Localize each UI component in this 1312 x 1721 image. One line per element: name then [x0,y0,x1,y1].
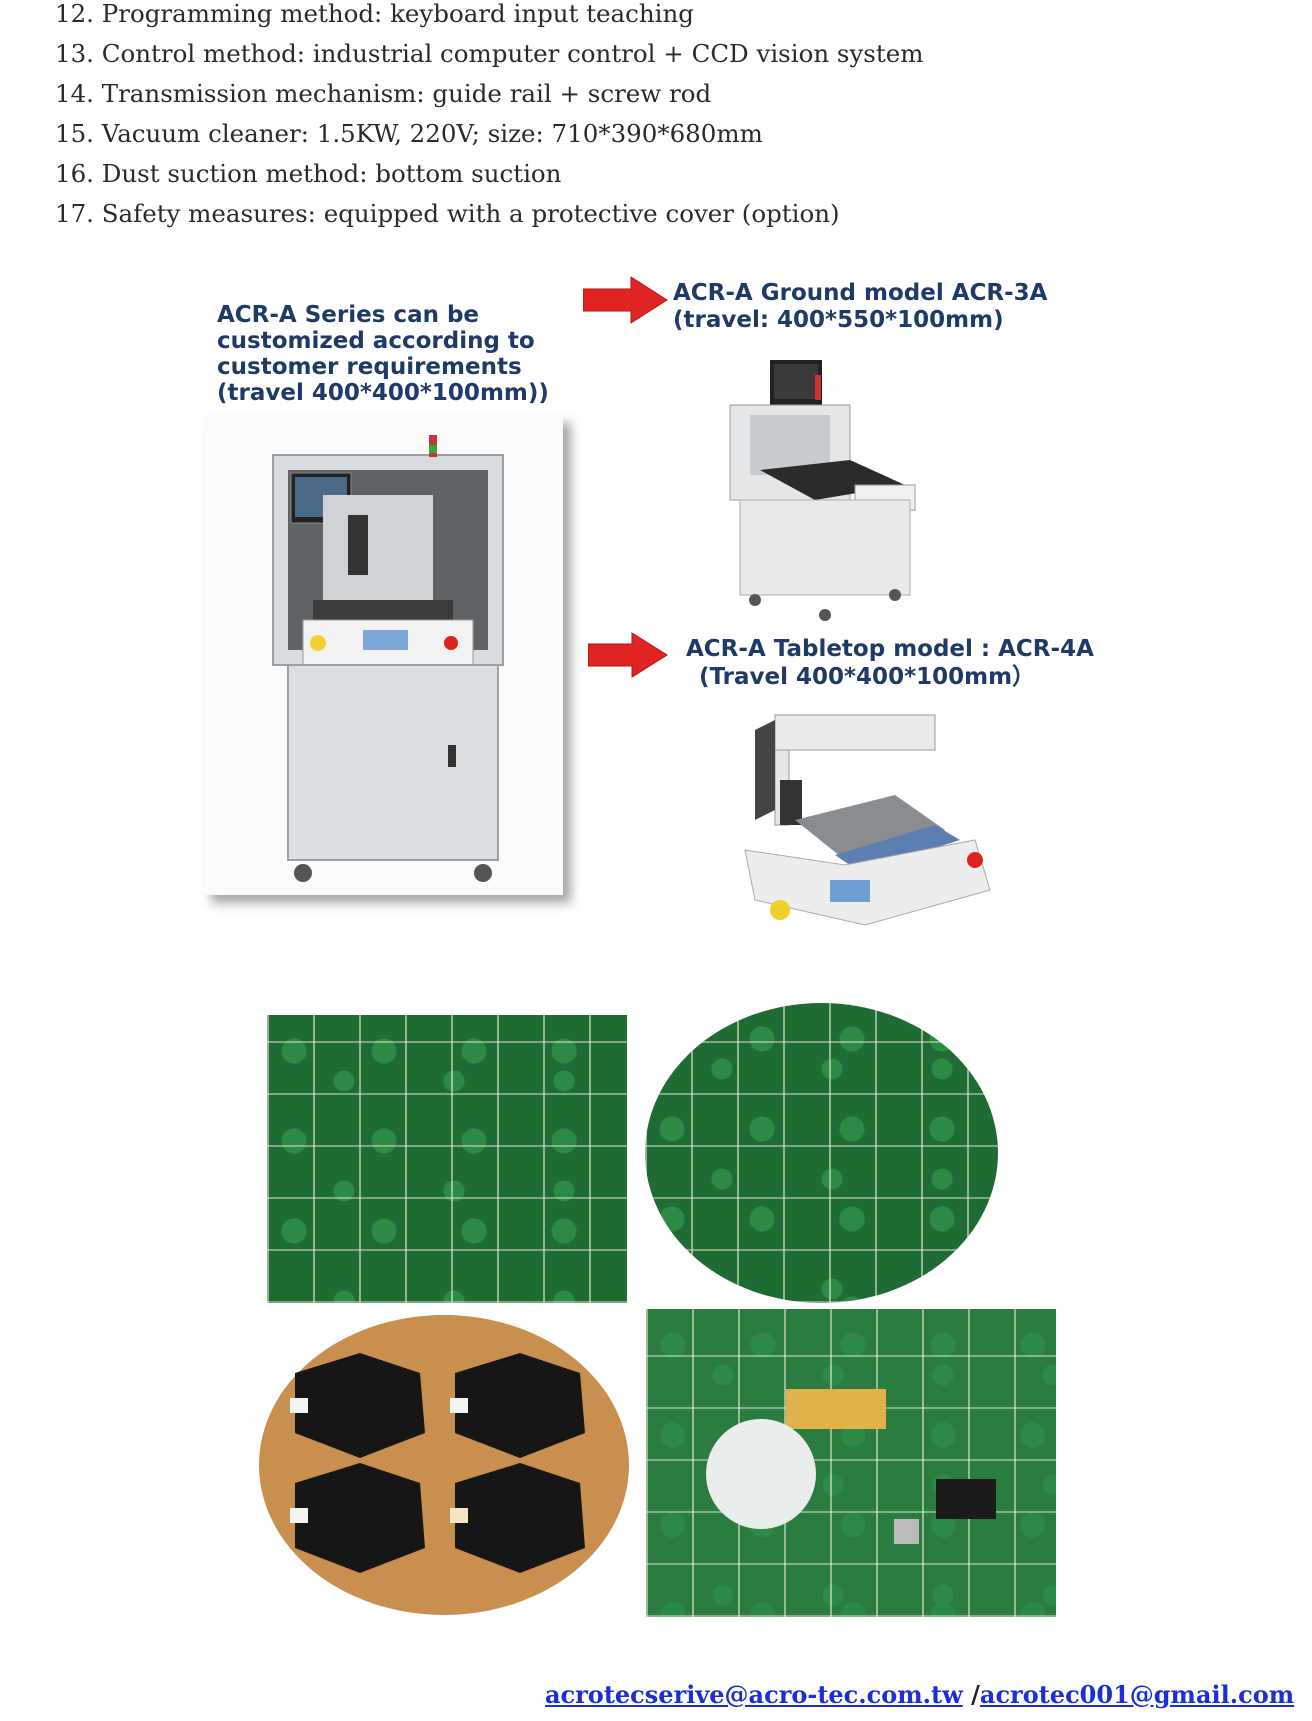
pcb-sample-photo-1 [267,1015,627,1303]
ground-model-photo [725,355,940,625]
cabinet-machine-image [203,415,563,895]
footer-contacts: acrotecserive@acro-tec.com.tw /acrotec00… [545,1680,1294,1709]
email-link-secondary[interactable]: acrotec001@gmail.com [979,1680,1295,1709]
email-link-primary[interactable]: acrotecserive@acro-tec.com.tw [545,1680,963,1709]
tabletop-model-caption: ACR-A Tabletop model : ACR-4A (Travel 40… [686,635,1094,691]
spec-item-12: 12. Programming method: keyboard input t… [55,0,694,28]
spec-item-16: 16. Dust suction method: bottom suction [55,159,562,188]
series-caption-line: customer requirements [217,354,522,380]
spec-item-17: 17. Safety measures: equipped with a pro… [55,199,840,228]
series-caption-line: ACR-A Series can be [217,302,480,328]
arrow-right-icon [588,632,668,678]
footer-separator: / [962,1680,980,1709]
spec-item-13: 13. Control method: industrial computer … [55,39,924,68]
series-caption-line: customized according to [217,328,535,354]
spec-item-15: 15. Vacuum cleaner: 1.5KW, 220V; size: 7… [55,119,763,148]
pcb-round-view [645,1003,998,1303]
tabletop-model-photo [735,700,995,950]
series-caption: ACR-A Series can be customized according… [217,302,549,406]
led-board-image [259,1315,629,1615]
ground-model-caption: ACR-A Ground model ACR-3A (travel: 400*5… [673,280,1047,334]
pcb-sample-photo-3 [255,1313,633,1618]
series-caption-line: (travel 400*400*100mm)) [217,380,549,406]
tabletop-model-title: ACR-A Tabletop model : ACR-4A [686,636,1094,662]
arrow-right-icon [583,276,668,324]
tabletop-machine-image [735,700,995,950]
tabletop-model-travel: (Travel 400*400*100mm） [699,664,1036,690]
pcb-sample-photo-4 [646,1309,1056,1617]
ground-model-title: ACR-A Ground model ACR-3A [673,280,1048,306]
controller-board-image [706,1389,996,1544]
series-machine-photo [203,415,563,895]
ground-machine-image [725,355,940,625]
pcb-sample-photo-2 [645,1003,998,1303]
spec-item-14: 14. Transmission mechanism: guide rail +… [55,79,712,108]
ground-model-travel: (travel: 400*550*100mm) [673,307,1004,333]
